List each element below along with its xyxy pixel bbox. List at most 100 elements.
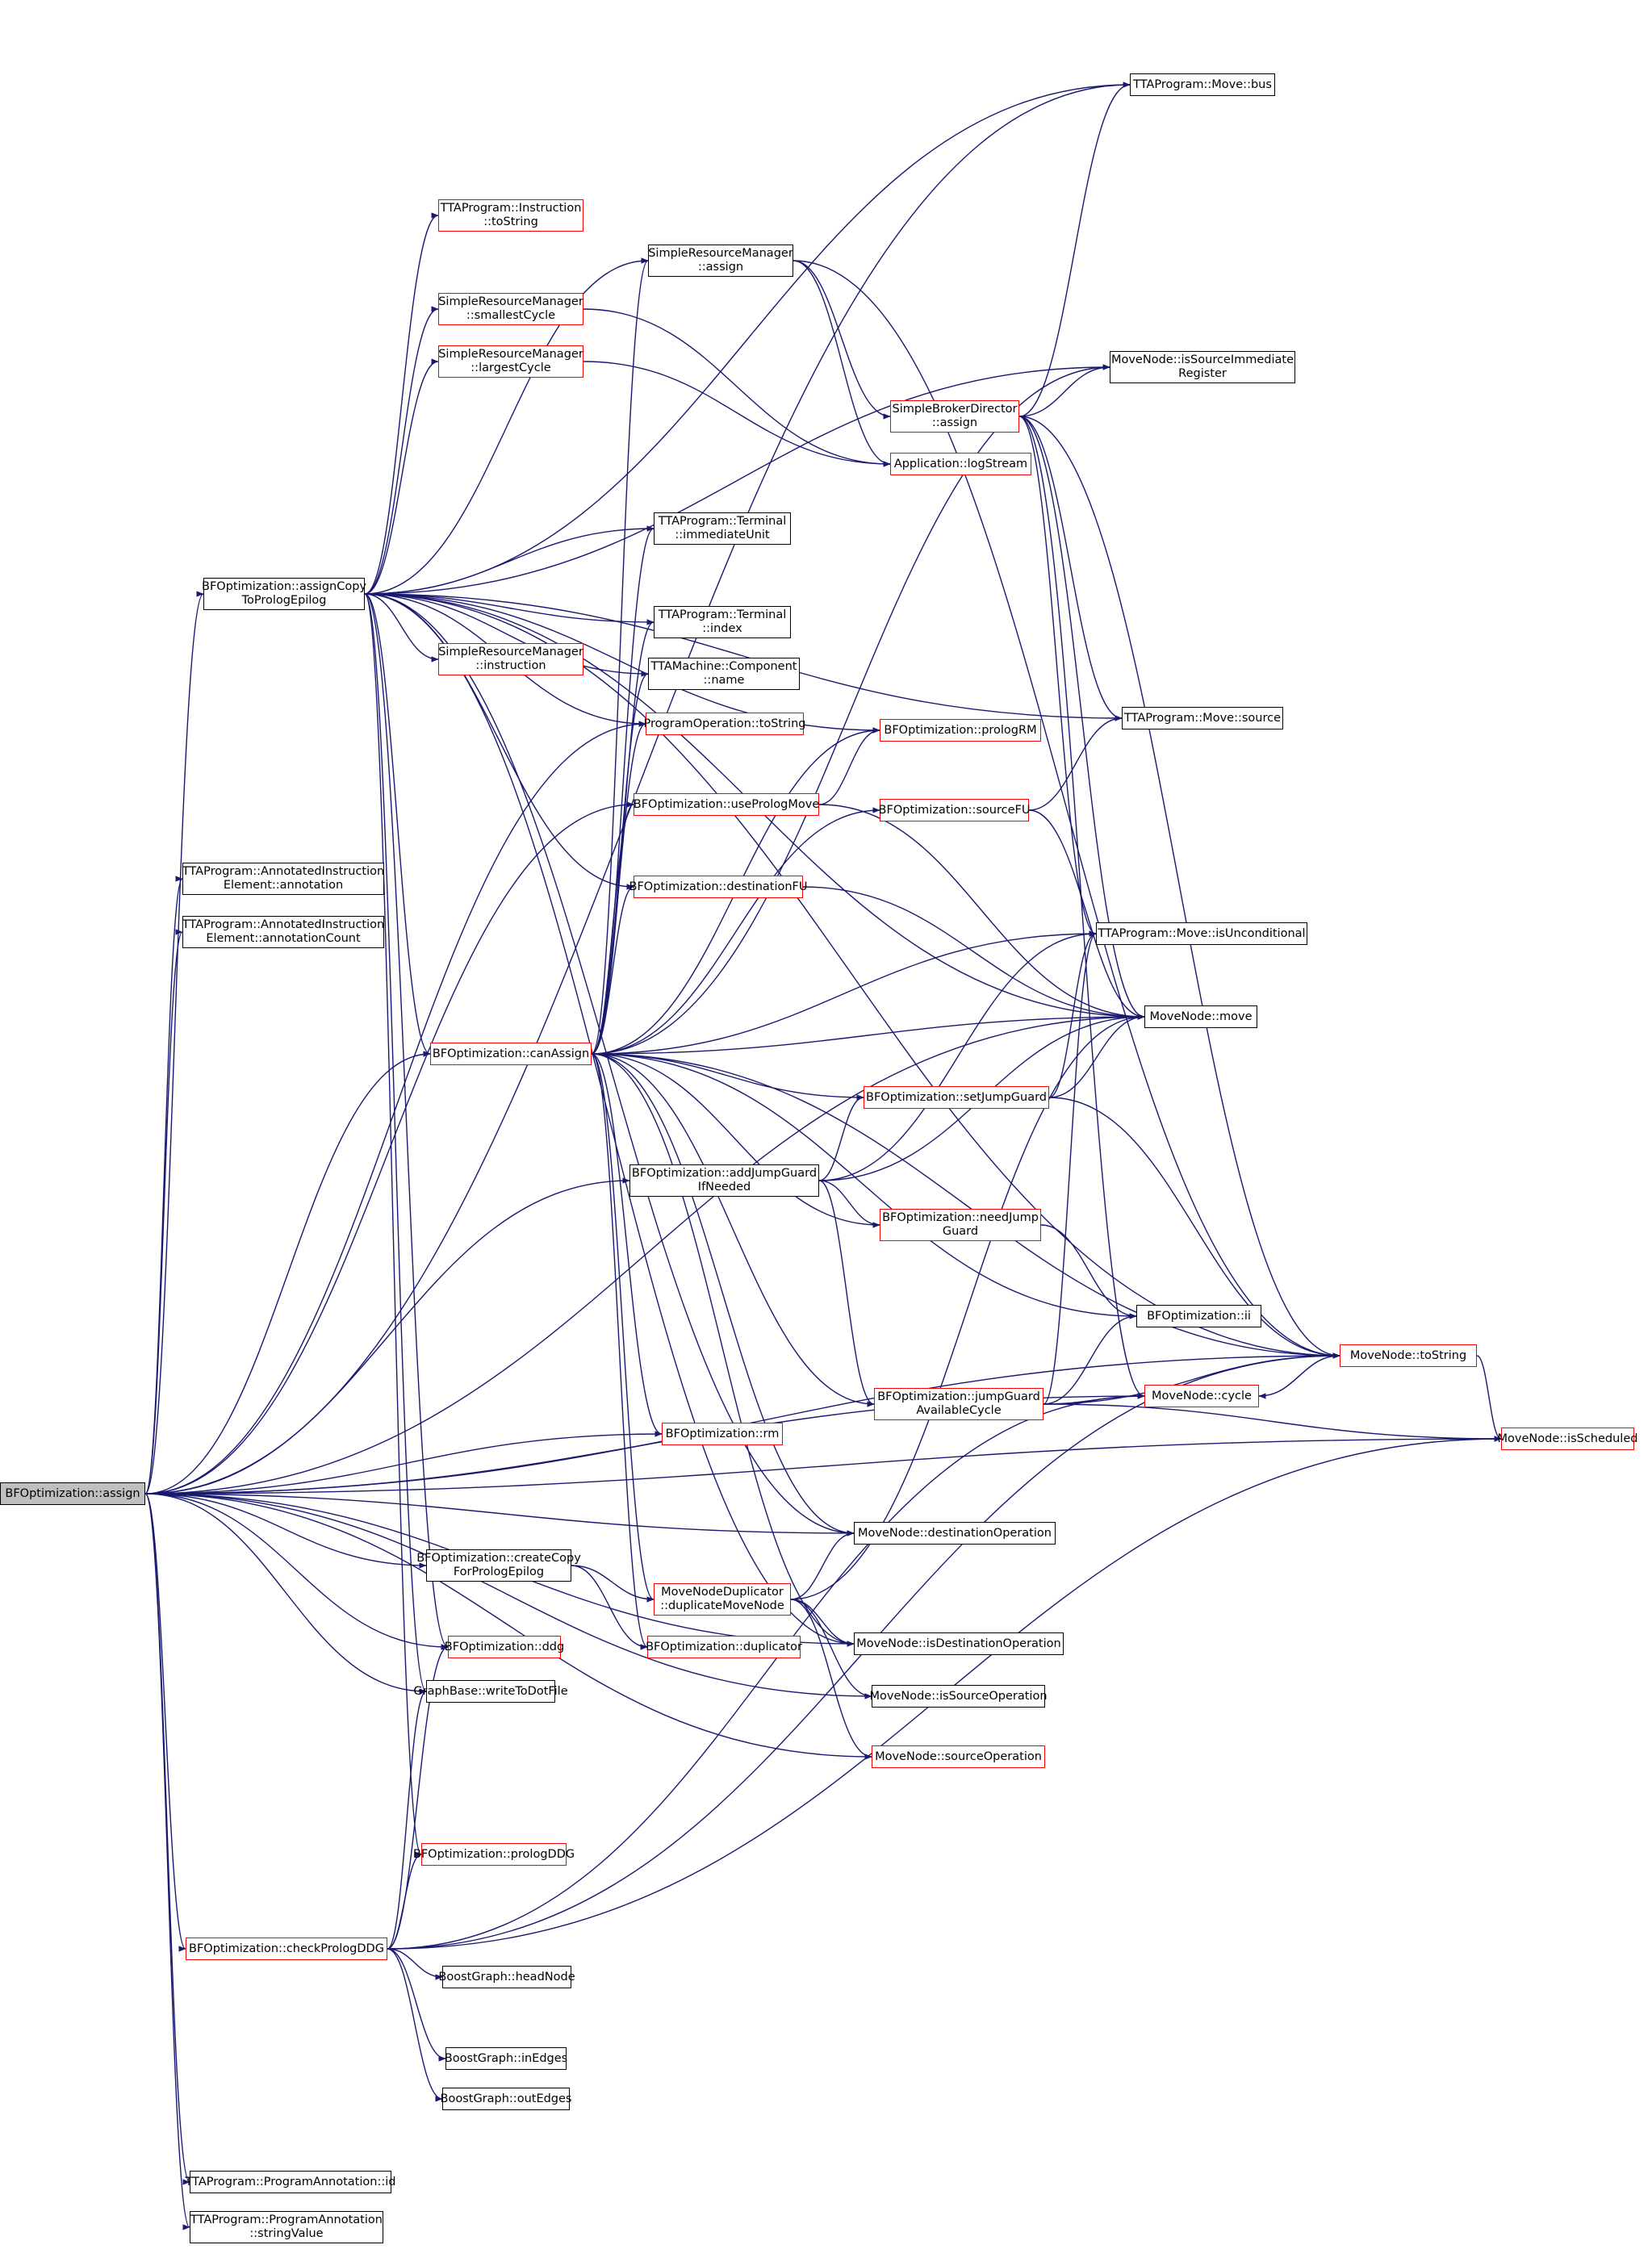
graph-node-n13[interactable]: BFOptimization::ddg: [445, 1636, 564, 1658]
graph-node-n22[interactable]: TTAProgram::Terminal::index: [654, 606, 791, 638]
graph-node-n21[interactable]: TTAProgram::Terminal::immediateUnit: [654, 512, 791, 545]
graph-node-n40[interactable]: MoveNode::isSourceOperation: [869, 1685, 1048, 1708]
call-edge-n49-n48: [1258, 1352, 1340, 1397]
call-edge-n37-n50: [1043, 1403, 1502, 1442]
call-edge-n16-n30: [571, 1565, 648, 1650]
node-label-line: ::stringValue: [249, 2227, 324, 2240]
graph-node-n30[interactable]: BFOptimization::duplicator: [646, 1636, 802, 1658]
node-label-line: ::assign: [697, 261, 744, 274]
node-label-line: BoostGraph::inEdges: [444, 2051, 568, 2065]
graph-node-n10[interactable]: SimpleResourceManager::smallestCycle: [438, 293, 583, 325]
graph-node-n15[interactable]: BFOptimization::prologDDG: [413, 1843, 575, 1866]
graph-node-n23[interactable]: TTAMachine::Component::name: [648, 658, 800, 690]
node-label-line: BFOptimization::canAssign: [432, 1047, 590, 1060]
graph-node-n20[interactable]: SimpleResourceManager::assign: [648, 245, 793, 277]
call-edge-n37-n47: [1043, 1313, 1137, 1405]
graph-node-n5[interactable]: BFOptimization::canAssign: [430, 1043, 592, 1065]
graph-node-n6[interactable]: BFOptimization::checkPrologDDG: [186, 1938, 387, 1960]
node-label-line: BFOptimization::jumpGuard: [877, 1390, 1040, 1403]
node-label-line: BFOptimization::setJumpGuard: [866, 1090, 1047, 1104]
node-label-line: MoveNode::sourceOperation: [875, 1749, 1042, 1763]
graph-node-n32[interactable]: Application::logStream: [890, 453, 1031, 475]
call-edge-n1-n24: [144, 721, 646, 1494]
call-edge-n6-n49: [387, 1393, 1145, 1950]
node-label-line: TTAProgram::ProgramAnnotation: [190, 2213, 383, 2226]
graph-node-n29[interactable]: MoveNodeDuplicator::duplicateMoveNode: [654, 1583, 791, 1616]
node-label-line: BFOptimization::checkPrologDDG: [189, 1942, 384, 1955]
graph-node-n14[interactable]: GraphBase::writeToDotFile: [413, 1680, 568, 1703]
graph-node-n25[interactable]: BFOptimization::usePrologMove: [634, 793, 819, 816]
graph-node-n46[interactable]: MoveNode::move: [1144, 1005, 1257, 1028]
node-label-line: Guard: [942, 1225, 979, 1238]
call-edge-n5-n21: [591, 525, 655, 1055]
call-edge-n5-n37: [591, 1053, 875, 1407]
call-edge-n5-n47: [591, 1053, 1137, 1319]
graph-node-n49[interactable]: MoveNode::cycle: [1144, 1385, 1259, 1407]
node-label-line: IfNeeded: [697, 1181, 751, 1193]
graph-node-n24[interactable]: ProgramOperation::toString: [644, 713, 805, 735]
graph-node-n50[interactable]: MoveNode::isScheduled: [1498, 1428, 1637, 1450]
node-label-line: BFOptimization::createCopy: [416, 1552, 581, 1565]
node-label-line: ::duplicateMoveNode: [660, 1599, 784, 1612]
call-edge-n1-n42: [144, 82, 1131, 1494]
graph-node-n18[interactable]: BoostGraph::inEdges: [445, 2047, 567, 2070]
call-edge-n2-n12: [364, 593, 439, 663]
node-label-line: TTAMachine::Component: [650, 660, 797, 673]
graph-node-n33[interactable]: BFOptimization::prologRM: [880, 719, 1041, 742]
graph-node-n41[interactable]: MoveNode::sourceOperation: [872, 1745, 1045, 1768]
call-edge-n2-n26: [364, 593, 634, 890]
graph-node-n31[interactable]: SimpleBrokerDirector::assign: [890, 400, 1019, 433]
call-edge-n5-n48: [591, 1053, 1340, 1359]
call-edge-n2-n9: [364, 212, 439, 595]
node-label-line: SimpleResourceManager: [648, 247, 793, 260]
node-label-line: ::toString: [483, 215, 538, 228]
node-label-line: TTAProgram::Move::source: [1123, 711, 1281, 725]
graph-node-n35[interactable]: BFOptimization::setJumpGuard: [864, 1086, 1049, 1109]
call-edge-n2-n20: [364, 257, 649, 595]
node-label-line: ToPrologEpilog: [241, 594, 327, 607]
call-edge-n2-n23: [364, 593, 649, 677]
call-edge-n37-n48: [1043, 1352, 1340, 1405]
graph-node-n19[interactable]: BoostGraph::outEdges: [441, 2088, 572, 2110]
graph-node-n28[interactable]: BFOptimization::rm: [662, 1423, 783, 1445]
graph-node-n44[interactable]: TTAProgram::Move::source: [1122, 707, 1283, 729]
graph-node-n9[interactable]: TTAProgram::Instruction::toString: [438, 199, 583, 232]
graph-node-n12[interactable]: SimpleResourceManager::instruction: [438, 643, 583, 675]
node-label-line: BFOptimization::rm: [665, 1427, 780, 1440]
call-edge-n31-n42: [1018, 82, 1131, 417]
call-edge-n6-n14: [387, 1688, 427, 1950]
graph-node-n42[interactable]: TTAProgram::Move::bus: [1130, 73, 1275, 96]
graph-node-n1[interactable]: BFOptimization::assign: [0, 1482, 145, 1505]
graph-node-n39[interactable]: MoveNode::isDestinationOperation: [854, 1632, 1064, 1655]
graph-node-n26[interactable]: BFOptimization::destinationFU: [629, 876, 808, 898]
call-edge-n31-n49: [1018, 416, 1145, 1399]
graph-node-n17[interactable]: BoostGraph::headNode: [438, 1966, 575, 1988]
graph-node-n8[interactable]: TTAProgram::ProgramAnnotation::stringVal…: [190, 2211, 383, 2243]
graph-node-n47[interactable]: BFOptimization::ii: [1136, 1305, 1261, 1327]
node-label-line: BFOptimization::needJump: [882, 1211, 1039, 1224]
graph-node-n48[interactable]: MoveNode::toString: [1340, 1344, 1477, 1367]
node-label-line: BFOptimization::prologRM: [884, 723, 1037, 737]
node-label-line: SimpleResourceManager: [438, 295, 583, 308]
call-edge-n2-n42: [364, 82, 1131, 595]
call-edge-n36-n47: [1040, 1224, 1137, 1319]
graph-node-n38[interactable]: MoveNode::destinationOperation: [854, 1522, 1056, 1545]
node-label-line: Element::annotation: [223, 879, 344, 892]
call-edge-n6-n19: [387, 1948, 443, 2102]
call-edge-n29-n46: [790, 1014, 1145, 1600]
node-label-line: MoveNode::move: [1149, 1010, 1253, 1023]
graph-node-n11[interactable]: SimpleResourceManager::largestCycle: [438, 345, 583, 378]
node-label-line: BFOptimization::prologDDG: [412, 1847, 575, 1861]
call-edge-n6-n18: [387, 1948, 446, 2062]
graph-node-n7[interactable]: TTAProgram::ProgramAnnotation::id: [186, 2171, 395, 2193]
graph-node-n34[interactable]: BFOptimization::sourceFU: [879, 799, 1030, 821]
graph-node-n45[interactable]: TTAProgram::Move::isUnconditional: [1096, 922, 1307, 945]
